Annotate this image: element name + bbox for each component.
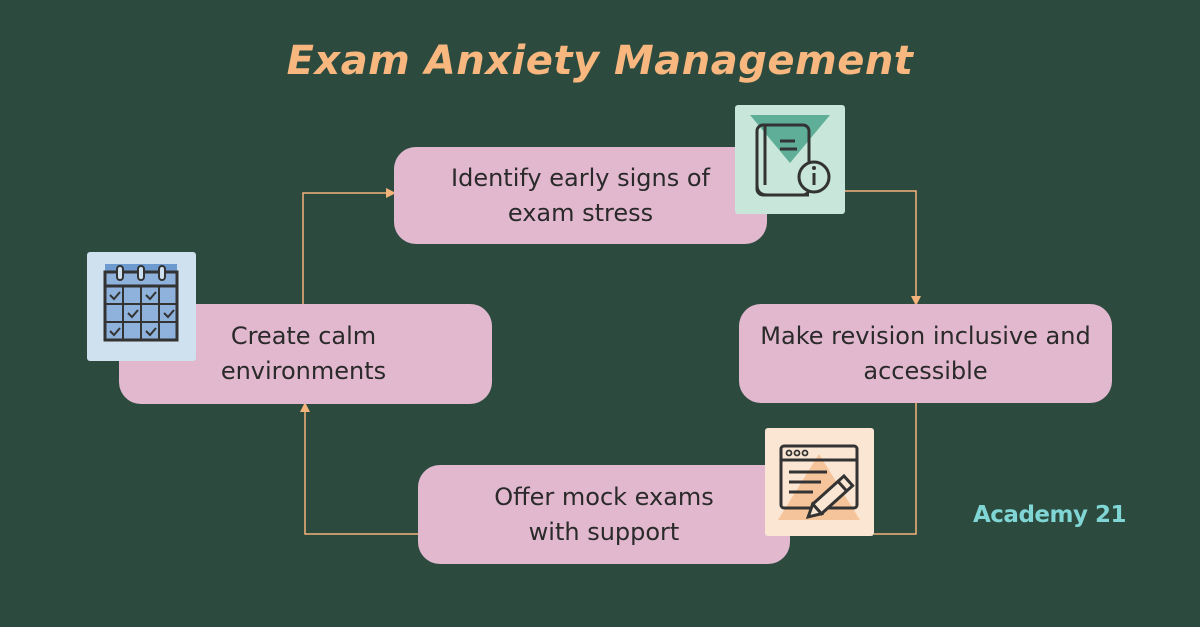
arrow-revision-to-mock	[874, 403, 917, 535]
step-box-mock: Offer mock exams with support	[418, 465, 790, 564]
step-label-identify: Identify early signs of exam stress	[451, 163, 710, 227]
calendar-tile	[87, 252, 196, 361]
arrow-calm-to-identify	[302, 188, 396, 304]
page-title: Exam Anxiety Management	[286, 38, 914, 84]
step-box-identify: Identify early signs of exam stress	[394, 147, 767, 244]
step-label-mock: Offer mock exams with support	[494, 482, 714, 546]
academy-21-logo: Academy 21	[973, 502, 1127, 528]
arrow-identify-to-revision	[845, 190, 921, 306]
book-info-icon	[750, 115, 831, 197]
step-label-revision: Make revision inclusive and accessible	[760, 321, 1091, 385]
calendar-icon	[103, 264, 179, 342]
step-box-calm: Create calm environments	[119, 304, 492, 404]
arrow-mock-to-calm	[300, 402, 418, 535]
step-label-calm: Create calm environments	[220, 322, 387, 385]
step-box-revision: Make revision inclusive and accessible	[739, 304, 1112, 403]
browser-pencil-icon	[778, 444, 860, 520]
browser-pencil-tile	[765, 428, 874, 536]
book-info-tile	[735, 105, 845, 214]
